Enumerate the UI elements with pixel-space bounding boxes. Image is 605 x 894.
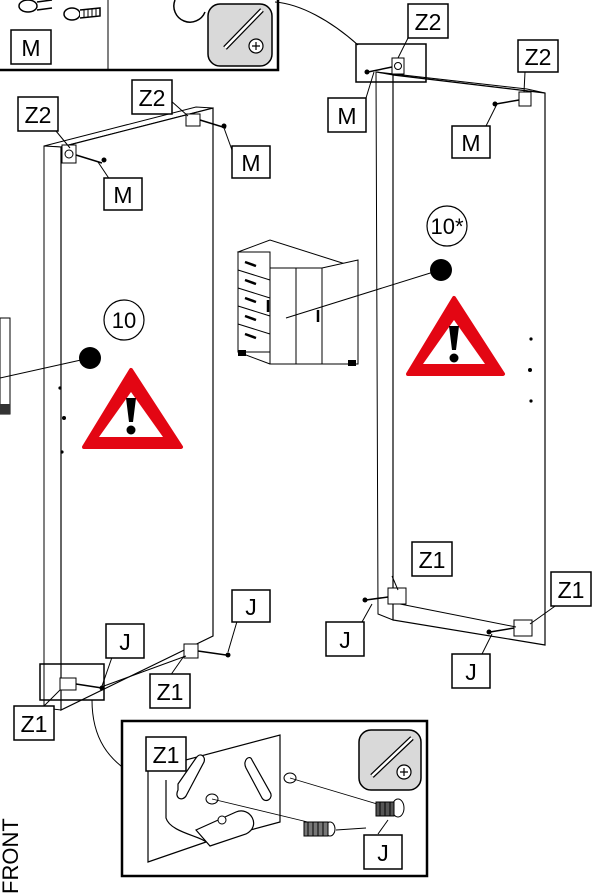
label-z1: Z1 — [149, 673, 191, 709]
label-m: M — [103, 177, 143, 211]
svg-text:M: M — [113, 182, 132, 208]
label-z1-inset: Z1 — [145, 736, 187, 772]
label-m: M — [327, 97, 367, 133]
label-z2: Z2 — [17, 96, 59, 132]
warning-icon — [406, 296, 505, 376]
svg-text:J: J — [245, 594, 257, 620]
front-label: FRONT — [0, 818, 23, 894]
screw-icon — [18, 0, 101, 21]
svg-text:Z1: Z1 — [21, 711, 48, 737]
cabinet-icon — [236, 239, 359, 366]
svg-text:Z2: Z2 — [415, 9, 442, 35]
svg-text:J: J — [465, 659, 477, 685]
svg-text:J: J — [119, 629, 131, 655]
screwdriver-icon — [358, 729, 422, 791]
svg-text:Z1: Z1 — [157, 679, 184, 705]
callout-10-star: 10* — [426, 205, 468, 247]
label-z1: Z1 — [13, 705, 55, 741]
label-j: J — [325, 621, 365, 657]
label-m: M — [451, 125, 491, 159]
svg-text:M: M — [461, 130, 480, 156]
svg-text:10*: 10* — [430, 214, 463, 239]
label-m-inset: M — [10, 29, 52, 65]
drill-point-marker — [430, 259, 452, 281]
svg-text:Z1: Z1 — [153, 742, 180, 768]
label-z1: Z1 — [550, 571, 592, 607]
screwdriver-icon — [207, 3, 273, 67]
svg-text:Z2: Z2 — [139, 85, 166, 111]
svg-text:Z1: Z1 — [558, 577, 585, 603]
top-inset — [0, 0, 280, 72]
svg-text:J: J — [339, 627, 351, 653]
bottom-inset: Z1 J — [120, 719, 429, 878]
svg-text:M: M — [21, 35, 40, 61]
label-j: J — [105, 623, 145, 659]
svg-text:M: M — [337, 103, 356, 129]
label-z2: Z2 — [407, 3, 449, 39]
label-j: J — [231, 589, 271, 623]
label-z1: Z1 — [411, 541, 453, 577]
callout-10: 10 — [103, 299, 145, 341]
label-m: M — [231, 145, 271, 179]
cam-fitting-icon — [59, 643, 231, 691]
cam-fitting-icon — [61, 113, 227, 164]
label-j-inset: J — [363, 834, 403, 870]
svg-text:Z2: Z2 — [25, 102, 52, 128]
bolt-icon — [375, 798, 405, 818]
drill-point-marker — [79, 347, 101, 369]
cabinet-icon — [0, 317, 11, 415]
dowel-icon — [303, 821, 336, 837]
label-z2: Z2 — [131, 79, 173, 115]
cam-fitting-icon — [362, 587, 533, 637]
label-j: J — [451, 653, 491, 689]
label-z2: Z2 — [517, 39, 559, 73]
svg-text:Z1: Z1 — [419, 547, 446, 573]
svg-text:Z2: Z2 — [525, 44, 552, 70]
svg-text:10: 10 — [112, 308, 136, 333]
svg-text:M: M — [241, 150, 260, 176]
warning-icon — [82, 368, 183, 449]
svg-text:J: J — [377, 840, 389, 866]
